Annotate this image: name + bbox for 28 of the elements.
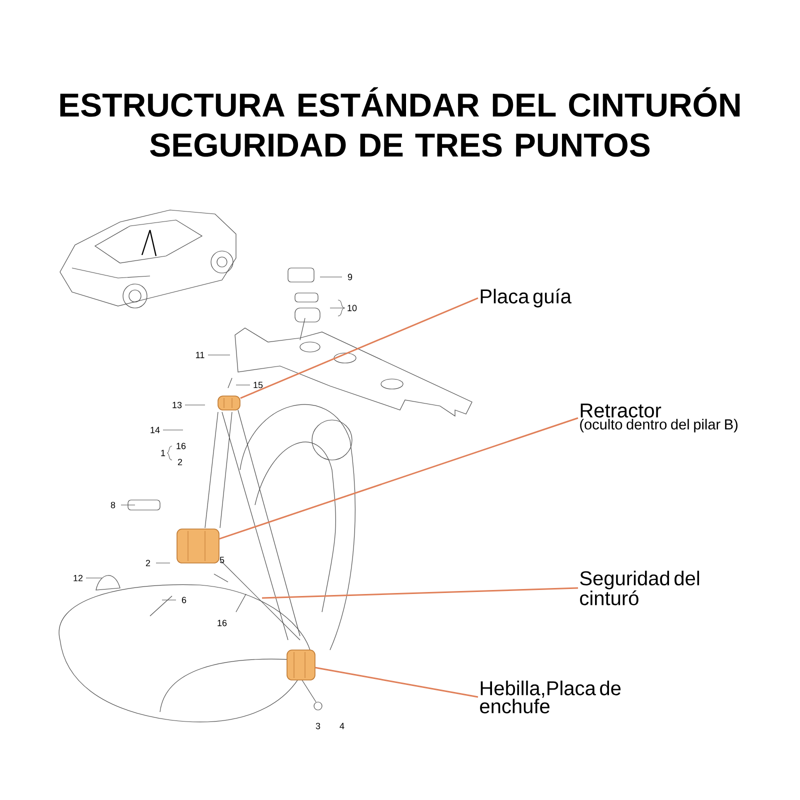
- callout-number: 8: [110, 502, 136, 508]
- leader-line: [262, 587, 578, 599]
- title: ESTRUCTURA ESTÁNDAR DEL CINTURÓN SEGURIDAD DE TRES PUNTOS: [60, 87, 740, 157]
- callout-number: 10: [330, 304, 357, 312]
- part-label: Retractor (oculto dentro del pilar B): [580, 404, 738, 432]
- callout-number: 6: [162, 596, 186, 604]
- part-label: Seguridad del cinturó: [580, 570, 700, 606]
- callout-number: 1: [161, 450, 166, 456]
- part-label: Placa guía: [480, 288, 572, 308]
- leader-line: [219, 417, 578, 540]
- callout-number: 12: [74, 574, 102, 582]
- part-label: Hebilla,Placa de enchufe: [480, 680, 621, 714]
- highlighted-part: [286, 650, 316, 680]
- callout-number: 15: [236, 382, 263, 388]
- leader-line: [315, 666, 478, 698]
- callout-number: 16: [176, 442, 186, 450]
- callout-number: 9: [320, 274, 352, 280]
- callout-number: 11: [196, 352, 230, 358]
- callout-number: 4: [340, 722, 344, 730]
- callout-number: 14: [150, 426, 184, 434]
- highlighted-part: [176, 528, 220, 564]
- callout-number: 3: [316, 722, 320, 730]
- leader-line: [240, 297, 478, 399]
- callout-number: 2: [178, 458, 182, 466]
- highlighted-part: [218, 396, 240, 410]
- callout-number: 16: [218, 620, 227, 626]
- callout-number: 2: [146, 560, 170, 566]
- callout-number: 13: [172, 402, 206, 408]
